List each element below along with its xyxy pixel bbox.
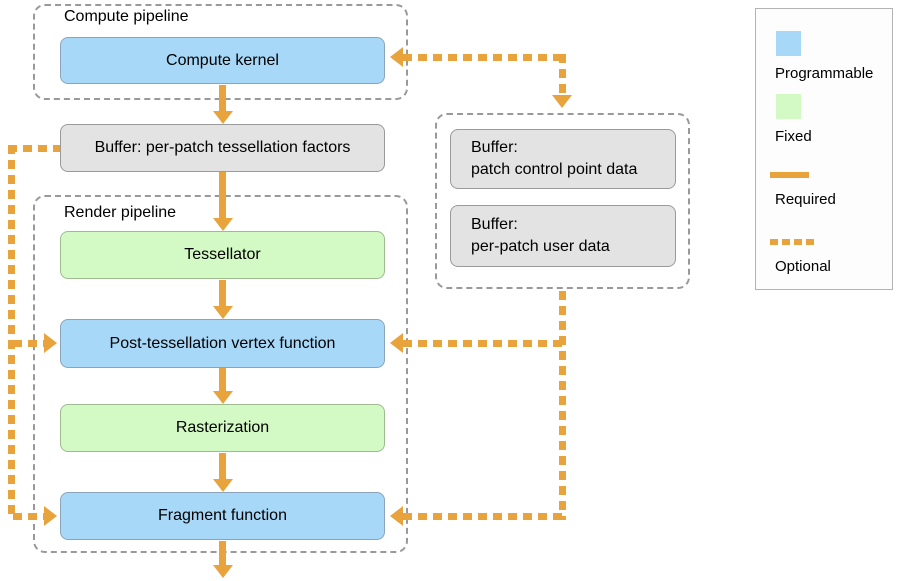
tessellation-factors-buffer-node: Buffer: per-patch tessellation factors xyxy=(60,124,385,172)
patch-data-buffers-group xyxy=(435,113,690,289)
compute-kernel-node: Compute kernel xyxy=(60,37,385,84)
optional-connector-right-branch-fragment xyxy=(403,513,563,520)
optional-arrowhead-into-buffers-group xyxy=(552,95,572,108)
required-arrow-rasterization-to-fragment xyxy=(219,453,226,479)
required-arrow-tessellator-to-postvertex xyxy=(219,280,226,306)
compute-pipeline-label: Compute pipeline xyxy=(64,8,189,25)
optional-connector-left-branch-postvertex xyxy=(13,340,44,347)
optional-connector-left-branch-fragment xyxy=(13,513,44,520)
optional-connector-left-vertical xyxy=(8,145,15,520)
legend-label-optional: Optional xyxy=(775,258,831,275)
optional-arrowhead-into-compute-kernel xyxy=(390,47,403,67)
optional-arrowhead-into-postvertex-left xyxy=(44,333,57,353)
legend: Programmable Fixed Required Optional xyxy=(755,8,893,290)
required-arrow-fragment-output xyxy=(219,541,226,565)
patch-control-point-buffer-node: Buffer: patch control point data xyxy=(450,129,676,189)
post-tessellation-vertex-function-node: Post-tessellation vertex function xyxy=(60,319,385,368)
required-arrow-compute-to-factors xyxy=(219,85,226,111)
buffer-label-line1: Buffer: xyxy=(471,139,518,156)
buffer-label-line1: Buffer: xyxy=(471,216,518,233)
optional-arrowhead-into-postvertex-right xyxy=(390,333,403,353)
optional-connector-right-vertical xyxy=(559,291,566,520)
fragment-function-node: Fragment function xyxy=(60,492,385,540)
rasterization-node: Rasterization xyxy=(60,404,385,452)
legend-optional-line-icon xyxy=(770,239,814,245)
optional-connector-right-branch-postvertex xyxy=(403,340,563,347)
optional-connector-top-vertical xyxy=(559,54,566,95)
legend-swatch-programmable xyxy=(776,31,801,56)
optional-connector-top-horizontal xyxy=(403,54,566,61)
optional-arrowhead-into-fragment-left xyxy=(44,506,57,526)
render-pipeline-label: Render pipeline xyxy=(64,204,177,221)
tessellator-node: Tessellator xyxy=(60,231,385,279)
legend-label-programmable: Programmable xyxy=(775,65,874,82)
per-patch-user-data-buffer-node: Buffer: per-patch user data xyxy=(450,205,676,267)
legend-swatch-fixed xyxy=(776,94,801,119)
legend-label-fixed: Fixed xyxy=(775,128,812,145)
legend-label-required: Required xyxy=(775,191,836,208)
buffer-label-line2: patch control point data xyxy=(471,161,638,178)
required-arrow-factors-to-tessellator xyxy=(219,172,226,218)
required-arrow-postvertex-to-rasterization xyxy=(219,368,226,391)
legend-required-line-icon xyxy=(770,172,809,178)
optional-connector-left-top-segment xyxy=(8,145,60,152)
buffer-label-line2: per-patch user data xyxy=(471,238,610,255)
optional-arrowhead-into-fragment-right xyxy=(390,506,403,526)
